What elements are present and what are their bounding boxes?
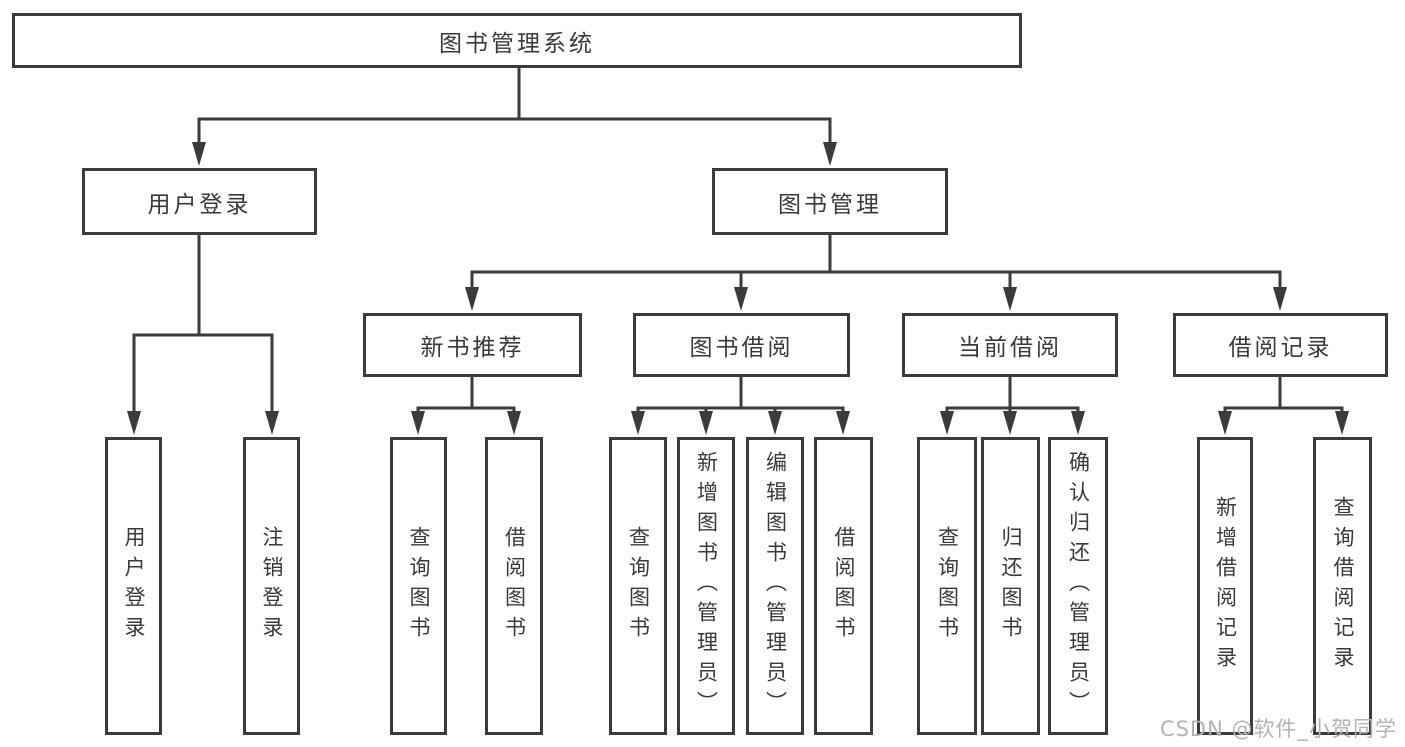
node-borrow-records: 借阅记录 xyxy=(1173,313,1388,377)
node-new-book-recommend-label: 新书推荐 xyxy=(420,335,525,361)
leaf-query-books-recommend: 查询图书 xyxy=(390,437,447,735)
leaf-add-books-admin-label: 新增图书（管理员） xyxy=(694,451,719,721)
leaf-user-login-action-label: 用户登录 xyxy=(122,526,146,646)
leaf-borrow-books-label: 借阅图书 xyxy=(832,526,856,646)
leaf-confirm-return-admin: 确认归还（管理员） xyxy=(1048,437,1108,735)
watermark: CSDN @软件_小贺同学 xyxy=(1159,717,1397,741)
node-book-management-label: 图书管理 xyxy=(778,191,882,218)
node-new-book-recommend: 新书推荐 xyxy=(363,313,582,377)
leaf-query-borrow-record-label: 查询借阅记录 xyxy=(1331,496,1355,676)
leaf-confirm-return-admin-label: 确认归还（管理员） xyxy=(1066,451,1091,721)
node-borrow-records-label: 借阅记录 xyxy=(1228,335,1333,361)
leaf-add-borrow-record: 新增借阅记录 xyxy=(1197,437,1253,735)
node-root: 图书管理系统 xyxy=(12,13,1022,68)
node-user-login: 用户登录 xyxy=(82,168,317,235)
leaf-edit-books-admin-label: 编辑图书（管理员） xyxy=(763,451,788,721)
leaf-logout: 注销登录 xyxy=(243,437,300,735)
node-root-label: 图书管理系统 xyxy=(439,30,595,57)
node-book-management: 图书管理 xyxy=(712,168,948,235)
node-current-borrow: 当前借阅 xyxy=(902,313,1118,377)
leaf-query-books-recommend-label: 查询图书 xyxy=(407,526,431,646)
node-user-login-label: 用户登录 xyxy=(147,191,252,218)
node-book-borrow: 图书借阅 xyxy=(633,313,850,377)
leaf-query-books-current-label: 查询图书 xyxy=(935,526,960,646)
leaf-edit-books-admin: 编辑图书（管理员） xyxy=(746,437,804,735)
leaf-borrow-books-recommend-label: 借阅图书 xyxy=(502,526,527,646)
leaf-query-books-borrow: 查询图书 xyxy=(609,437,667,735)
node-book-borrow-label: 图书借阅 xyxy=(689,335,794,361)
leaf-query-borrow-record: 查询借阅记录 xyxy=(1313,437,1372,735)
leaf-user-login-action: 用户登录 xyxy=(105,437,162,735)
leaf-add-books-admin: 新增图书（管理员） xyxy=(677,437,735,735)
leaf-query-books-borrow-label: 查询图书 xyxy=(626,526,651,646)
leaf-add-borrow-record-label: 新增借阅记录 xyxy=(1213,496,1238,676)
leaf-return-books: 归还图书 xyxy=(981,437,1040,735)
leaf-logout-label: 注销登录 xyxy=(260,526,284,646)
leaf-query-books-current: 查询图书 xyxy=(917,437,977,735)
node-current-borrow-label: 当前借阅 xyxy=(958,335,1062,361)
leaf-borrow-books: 借阅图书 xyxy=(814,437,873,735)
leaf-borrow-books-recommend: 借阅图书 xyxy=(485,437,543,735)
leaf-return-books-label: 归还图书 xyxy=(999,526,1023,646)
